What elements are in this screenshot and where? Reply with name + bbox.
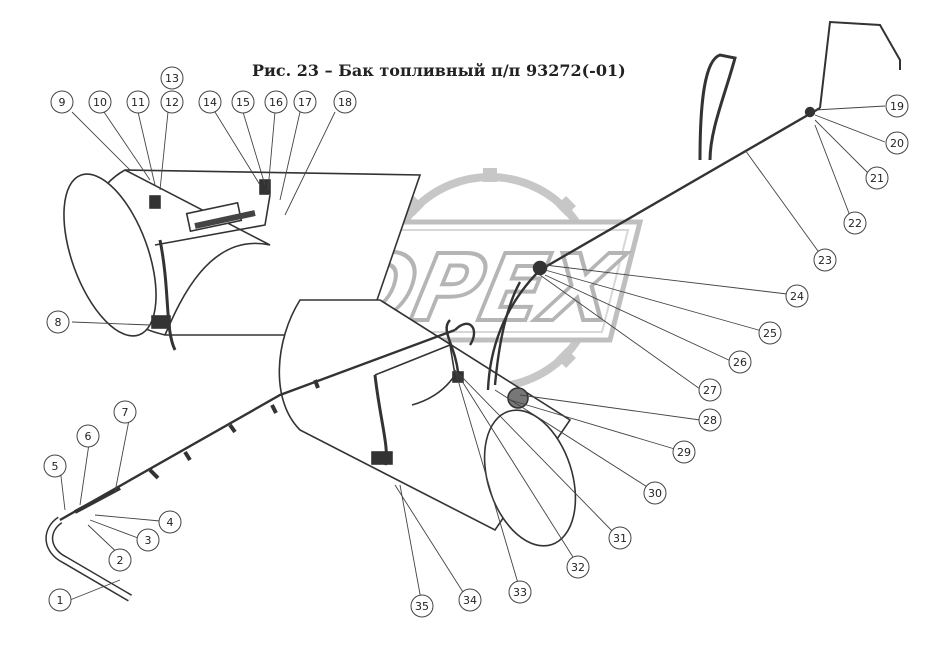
callout-22: 22 [848, 217, 862, 230]
callout-9: 9 [59, 96, 66, 109]
callout-2: 2 [117, 554, 124, 567]
callout-29: 29 [677, 446, 691, 459]
callout-5: 5 [52, 460, 59, 473]
callout-34: 34 [463, 594, 477, 607]
callout-4: 4 [167, 516, 174, 529]
callout-7: 7 [122, 406, 129, 419]
callout-28: 28 [703, 414, 717, 427]
callout-1: 1 [57, 594, 64, 607]
callout-35: 35 [415, 600, 429, 613]
fuel-line [45, 20, 901, 602]
callout-10: 10 [93, 96, 107, 109]
callout-30: 30 [648, 487, 662, 500]
callout-31: 31 [613, 532, 627, 545]
callout-25: 25 [763, 327, 777, 340]
callout-20: 20 [890, 137, 904, 150]
callout-16: 16 [269, 96, 283, 109]
callout-12: 12 [165, 96, 179, 109]
callout-14: 14 [203, 96, 217, 109]
leader-lines [59, 105, 886, 606]
callout-33: 33 [513, 586, 527, 599]
callout-13: 13 [165, 72, 179, 85]
callout-23: 23 [818, 254, 832, 267]
figure-title: Рис. 23 – Бак топливный п/п 93272(-01) [252, 61, 626, 80]
callout-18: 18 [338, 96, 352, 109]
callout-32: 32 [571, 561, 585, 574]
callout-3: 3 [145, 534, 152, 547]
callout-bubbles [43, 66, 909, 618]
callout-24: 24 [790, 290, 804, 303]
rear-tank [63, 169, 422, 351]
callout-17: 17 [298, 96, 312, 109]
callout-21: 21 [870, 172, 884, 185]
callout-8: 8 [55, 316, 62, 329]
callout-11: 11 [131, 96, 145, 109]
callout-6: 6 [85, 430, 92, 443]
callout-27: 27 [703, 384, 717, 397]
callout-26: 26 [733, 356, 747, 369]
callout-19: 19 [890, 100, 904, 113]
callout-labels: 1 2 3 4 5 6 7 8 9 10 11 12 13 14 15 16 1… [52, 72, 905, 613]
front-tank [278, 299, 577, 547]
callout-15: 15 [236, 96, 250, 109]
